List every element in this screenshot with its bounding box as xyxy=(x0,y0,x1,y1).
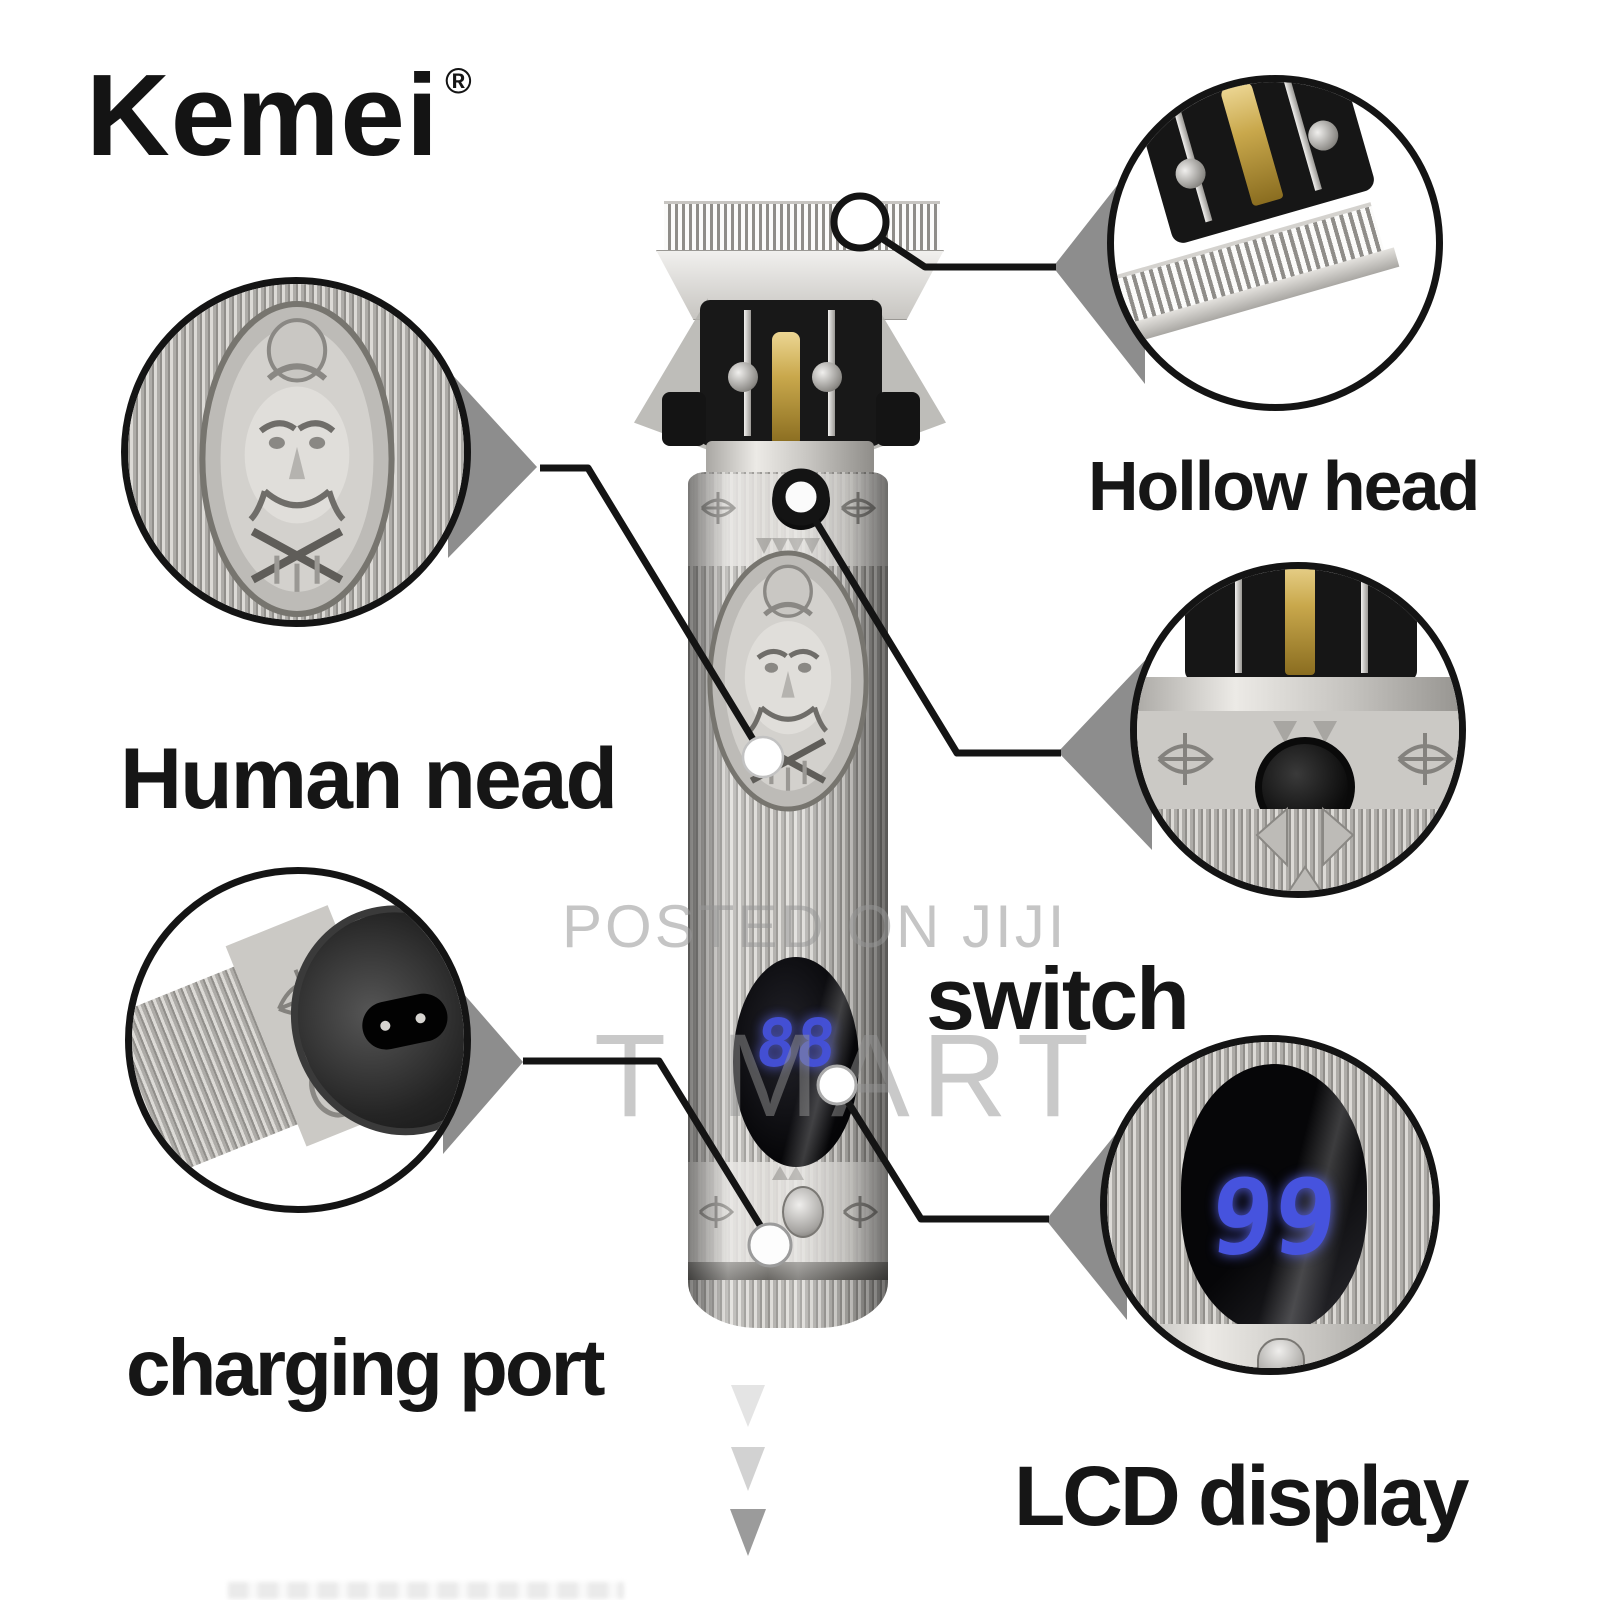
power-switch-closeup-icon xyxy=(1130,562,1466,898)
blade-closeup-content xyxy=(1114,82,1436,404)
switch-closeup-rod-right xyxy=(1361,569,1368,673)
watermark-bottom-strip xyxy=(228,1582,624,1599)
switch-closeup-rod-left xyxy=(1235,569,1242,673)
lcd-closeup-button xyxy=(1257,1338,1305,1368)
closeup-gold-pin xyxy=(1219,82,1284,207)
closeup-screw-left xyxy=(1172,155,1210,193)
mech-wing-right xyxy=(876,392,920,446)
switch-closeup-collar xyxy=(1137,677,1459,713)
label-charging-port: charging port xyxy=(126,1323,606,1412)
label-lcd-display: LCD display xyxy=(1014,1449,1469,1543)
down-arrow-2 xyxy=(731,1447,765,1491)
down-arrow-1 xyxy=(731,1385,765,1427)
switch-closeup-gold-pin xyxy=(1285,569,1315,675)
engraved-face-large-icon xyxy=(199,301,395,617)
lcd-closeup-window: 99 xyxy=(1181,1064,1367,1334)
blade-mechanism xyxy=(700,300,882,446)
power-switch-button[interactable] xyxy=(772,472,830,530)
switch-closeup-content xyxy=(1137,569,1459,891)
mode-button[interactable] xyxy=(782,1186,824,1238)
screw-left xyxy=(728,362,758,392)
charging-port-closeup-icon xyxy=(125,867,471,1213)
switch-band-engraving xyxy=(1157,721,1454,785)
neck-collar xyxy=(706,441,874,476)
charge-closeup-content xyxy=(132,874,464,1206)
label-switch: switch xyxy=(926,949,1190,1048)
engraved-face-icon xyxy=(707,550,869,812)
face-closeup-emblem xyxy=(190,298,404,620)
mech-wing-left xyxy=(662,392,706,446)
switch-closeup-mech xyxy=(1185,569,1417,681)
blade-teeth xyxy=(664,201,940,254)
watermark-site: POSTED ON JIJI xyxy=(562,893,1068,960)
human-head-emblem xyxy=(704,548,872,814)
socket-pin-left xyxy=(379,1019,392,1032)
socket-pin-right xyxy=(414,1012,427,1025)
brand-logo: Kemei® xyxy=(86,50,472,180)
lcd-closeup-value: 99 xyxy=(1206,1156,1342,1278)
charging-socket[interactable] xyxy=(357,989,452,1055)
engraved-face-closeup-icon xyxy=(121,277,471,627)
down-arrow-3 xyxy=(730,1509,766,1556)
triple-down-arrow-icon xyxy=(730,1385,766,1556)
registered-mark: ® xyxy=(445,60,473,101)
trimmer-blade-closeup-icon xyxy=(1107,75,1443,411)
switch-ray-engraving xyxy=(1255,806,1355,891)
lcd-display-closeup-icon: 99 xyxy=(1100,1035,1440,1375)
gold-drive-pin xyxy=(772,332,800,444)
screw-right xyxy=(812,362,842,392)
label-human-head: Human nead xyxy=(120,731,618,827)
label-hollow-head: Hollow head xyxy=(1088,447,1480,525)
brand-name: Kemei xyxy=(86,50,440,180)
